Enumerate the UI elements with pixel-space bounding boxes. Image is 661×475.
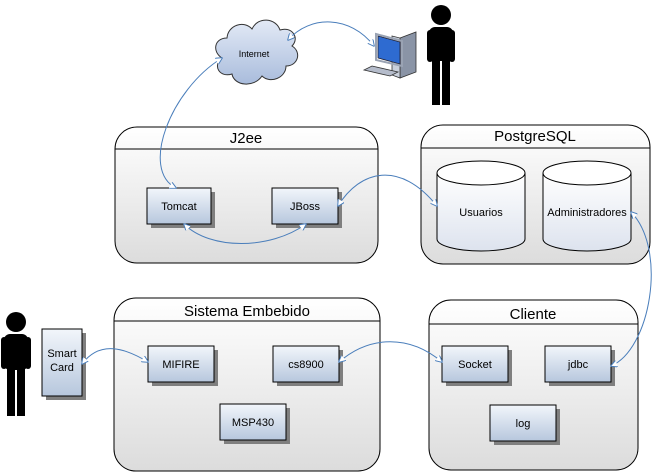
person-icon	[1, 312, 31, 416]
node-log: log	[489, 404, 560, 445]
connector-cs8900-socket	[339, 341, 442, 362]
connector-tomcat-jboss	[184, 224, 306, 244]
group-title-j2ee: J2ee	[230, 130, 263, 147]
connector-internet-tomcat	[159, 58, 222, 188]
node-label-smartcard-2: Card	[50, 362, 74, 374]
node-jdbc: jdbc	[544, 345, 615, 386]
group-title-postgresql: PostgreSQL	[494, 128, 576, 145]
node-jboss: JBoss	[271, 187, 342, 228]
node-label-jdbc: jdbc	[567, 359, 589, 371]
node-label-cs8900: cs8900	[288, 359, 323, 371]
cloud-icon: Internet	[215, 19, 299, 85]
node-mifire: MIFIRE	[147, 345, 218, 386]
group-embebido: Sistema Embebido	[113, 297, 381, 472]
person-icon	[427, 5, 455, 105]
db-label-administradores: Administradores	[547, 207, 627, 219]
node-label-log: log	[516, 418, 531, 430]
connector-internet-computer	[288, 21, 374, 46]
node-smart-card: Smart Card	[41, 328, 86, 400]
connector-smartcard-mifire	[82, 348, 148, 364]
node-msp430: MSP430	[219, 403, 290, 444]
db-label-usuarios: Usuarios	[459, 207, 503, 219]
group-title-cliente: Cliente	[510, 306, 557, 323]
node-label-msp430: MSP430	[232, 417, 274, 429]
node-label-tomcat: Tomcat	[161, 201, 196, 213]
group-title-embebido: Sistema Embebido	[184, 303, 310, 320]
node-label-socket: Socket	[458, 359, 492, 371]
node-label-jboss: JBoss	[290, 201, 320, 213]
group-cliente: Cliente	[428, 299, 639, 471]
connector-jboss-usuarios	[338, 174, 437, 206]
cloud-label-internet: Internet	[239, 49, 270, 59]
node-tomcat: Tomcat	[146, 187, 215, 228]
connector-administradores-jdbc	[611, 212, 652, 366]
node-label-smartcard-1: Smart	[47, 348, 76, 360]
db-usuarios: Usuarios	[436, 160, 526, 252]
node-cs8900: cs8900	[272, 345, 343, 386]
db-administradores: Administradores	[542, 160, 632, 252]
computer-icon	[362, 31, 417, 79]
node-label-mifire: MIFIRE	[162, 359, 199, 371]
node-socket: Socket	[441, 345, 512, 386]
connectors	[82, 21, 652, 366]
